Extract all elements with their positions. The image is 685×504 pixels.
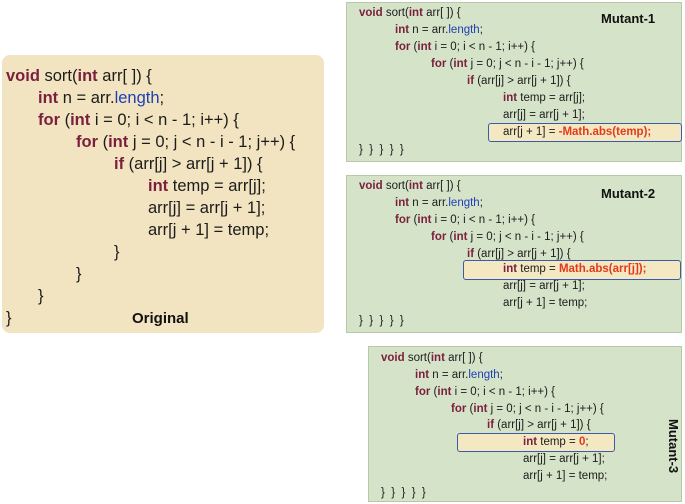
code-line-signature: void sort(int arr[ ]) { xyxy=(359,180,461,192)
code-line-if: if (arr[j] > arr[j + 1]) { xyxy=(114,155,263,173)
code-line-n-decl: int n = arr.length; xyxy=(395,197,483,209)
code-line-signature: void sort(int arr[ ]) { xyxy=(6,67,152,85)
code-line-if: if (arr[j] > arr[j + 1]) { xyxy=(487,419,591,431)
code-line-close-if: } xyxy=(114,243,120,261)
code-line-temp: int temp = arr[j]; xyxy=(503,92,586,104)
code-line-outer-for: for (int i = 0; i < n - 1; i++) { xyxy=(395,41,535,53)
mutant1-highlight-box xyxy=(488,123,682,142)
code-line-if: if (arr[j] > arr[j + 1]) { xyxy=(467,248,571,260)
mutant1-code-panel: void sort(int arr[ ]) { int n = arr.leng… xyxy=(346,2,682,162)
code-line-mutated: int temp = 0; xyxy=(523,436,589,448)
code-line-temp: int temp = arr[j]; xyxy=(148,177,266,195)
mutant2-highlight-box xyxy=(463,260,681,280)
original-code-panel: void sort(int arr[ ]) { int n = arr.leng… xyxy=(2,55,324,333)
mutant2-code-panel: void sort(int arr[ ]) { int n = arr.leng… xyxy=(346,175,682,333)
mutant3-highlight-box xyxy=(457,433,615,452)
code-line-swap2: arr[j + 1] = temp; xyxy=(523,470,608,482)
code-line-closing-braces: } } } } } xyxy=(359,144,404,156)
code-line-outer-for: for (int i = 0; i < n - 1; i++) { xyxy=(395,214,535,226)
code-line-swap1: arr[j] = arr[j + 1]; xyxy=(503,109,585,121)
mutant3-label: Mutant-3 xyxy=(666,419,681,474)
code-line-closing-braces: } } } } } xyxy=(381,487,426,499)
code-line-close-method: } xyxy=(6,309,12,327)
code-line-mutated: arr[j + 1] = -Math.abs(temp); xyxy=(503,126,652,138)
code-line-closing-braces: } } } } } xyxy=(359,315,404,327)
code-line-outer-for: for (int i = 0; i < n - 1; i++) { xyxy=(38,111,239,129)
code-line-inner-for: for (int j = 0; j < n - i - 1; j++) { xyxy=(431,58,584,70)
mutant2-label: Mutant-2 xyxy=(601,186,656,201)
code-line-signature: void sort(int arr[ ]) { xyxy=(359,7,461,19)
code-line-n-decl: int n = arr.length; xyxy=(415,369,503,381)
code-line-inner-for: for (int j = 0; j < n - i - 1; j++) { xyxy=(76,133,296,151)
mutant3-code-panel: void sort(int arr[ ]) { int n = arr.leng… xyxy=(368,346,682,502)
code-line-inner-for: for (int j = 0; j < n - i - 1; j++) { xyxy=(431,231,584,243)
code-line-close-inner-for: } xyxy=(76,265,82,283)
code-line-inner-for: for (int j = 0; j < n - i - 1; j++) { xyxy=(451,403,604,415)
code-line-swap2: arr[j + 1] = temp; xyxy=(503,297,588,309)
mutant1-label: Mutant-1 xyxy=(601,11,656,26)
code-line-mutated: int temp = Math.abs(arr[j]); xyxy=(503,263,647,275)
code-line-close-outer-for: } xyxy=(38,287,44,305)
code-line-swap1: arr[j] = arr[j + 1]; xyxy=(523,453,605,465)
code-line-n-decl: int n = arr.length; xyxy=(38,89,165,107)
original-label: Original xyxy=(132,310,189,327)
code-line-swap1: arr[j] = arr[j + 1]; xyxy=(503,280,585,292)
code-line-if: if (arr[j] > arr[j + 1]) { xyxy=(467,75,571,87)
code-line-n-decl: int n = arr.length; xyxy=(395,24,483,36)
code-line-signature: void sort(int arr[ ]) { xyxy=(381,352,483,364)
code-line-swap1: arr[j] = arr[j + 1]; xyxy=(148,199,266,217)
code-line-swap2: arr[j + 1] = temp; xyxy=(148,221,270,239)
code-line-outer-for: for (int i = 0; i < n - 1; i++) { xyxy=(415,386,555,398)
